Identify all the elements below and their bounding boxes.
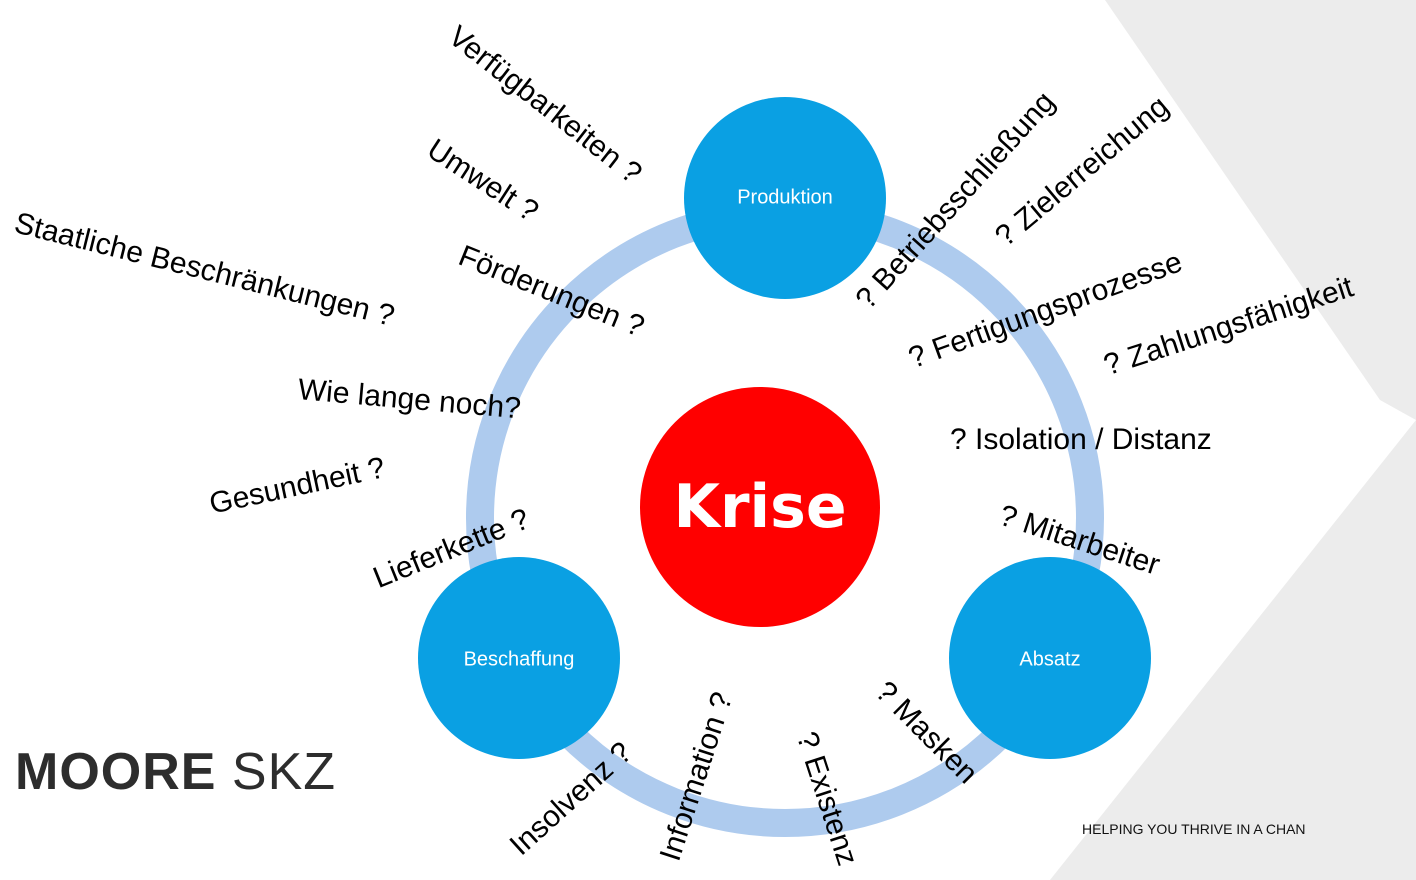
- production-node: [684, 97, 886, 299]
- procurement-node: [418, 557, 620, 759]
- tagline: HELPING YOU THRIVE IN A CHAN: [1082, 821, 1306, 837]
- logo-light-text: SKZ: [216, 743, 337, 801]
- sales-label: Absatz: [1019, 648, 1081, 671]
- question-isolation-distanz: ? Isolation / Distanz: [950, 423, 1212, 456]
- crisis-label: Krise: [673, 472, 847, 542]
- background-panel-bottom: [1050, 400, 1416, 880]
- logo-bold-text: MOORE: [15, 743, 217, 801]
- procurement-label: Beschaffung: [463, 648, 575, 671]
- crisis-center-node: [640, 387, 880, 627]
- sales-node: [949, 557, 1151, 759]
- moore-skz-logo: MOORE SKZ: [15, 742, 336, 802]
- background-panel-top: [1105, 0, 1416, 400]
- production-label: Produktion: [737, 186, 833, 209]
